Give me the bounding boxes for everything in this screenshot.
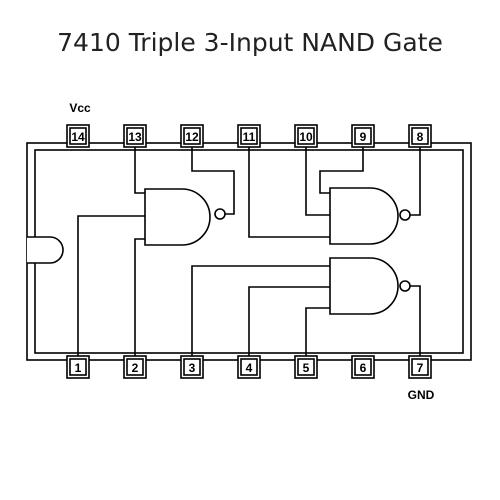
top-pin-12: 12 [185, 130, 199, 144]
vcc-label: Vcc [69, 101, 91, 115]
top-pin-9: 9 [360, 130, 367, 144]
gnd-label: GND [408, 388, 435, 402]
chip-notch [27, 236, 64, 264]
bottom-pin-box-3 [180, 355, 204, 379]
top-pin-14: 14 [71, 130, 85, 144]
top-pin-box-14 [66, 124, 90, 148]
nand-gate-3 [329, 257, 411, 315]
nand-gate-1 [144, 188, 226, 246]
bottom-pin-3: 3 [189, 361, 196, 375]
bottom-pin-2: 2 [132, 361, 139, 375]
bottom-pin-box-7 [408, 355, 432, 379]
bottom-pin-box-5 [294, 355, 318, 379]
gate-3-wires [191, 265, 421, 356]
top-pin-11: 11 [243, 130, 256, 144]
gate-2-wires [248, 147, 421, 238]
bottom-pin-1: 1 [75, 361, 82, 375]
nand-gate-2 [329, 187, 411, 245]
top-pin-box-12 [180, 124, 204, 148]
bottom-pin-7: 7 [417, 361, 424, 375]
bottom-pin-4: 4 [246, 361, 253, 375]
top-pin-box-10 [294, 124, 318, 148]
bottom-pin-5: 5 [303, 361, 310, 375]
bottom-pin-6: 6 [360, 361, 367, 375]
gate-1-wires [77, 147, 235, 356]
top-pin-8: 8 [417, 130, 424, 144]
page-title: 7410 Triple 3-Input NAND Gate [57, 28, 443, 57]
bottom-pin-box-1 [66, 355, 90, 379]
top-pin-10: 10 [299, 130, 313, 144]
bottom-pin-box-6 [351, 355, 375, 379]
top-pin-13: 13 [128, 130, 142, 144]
